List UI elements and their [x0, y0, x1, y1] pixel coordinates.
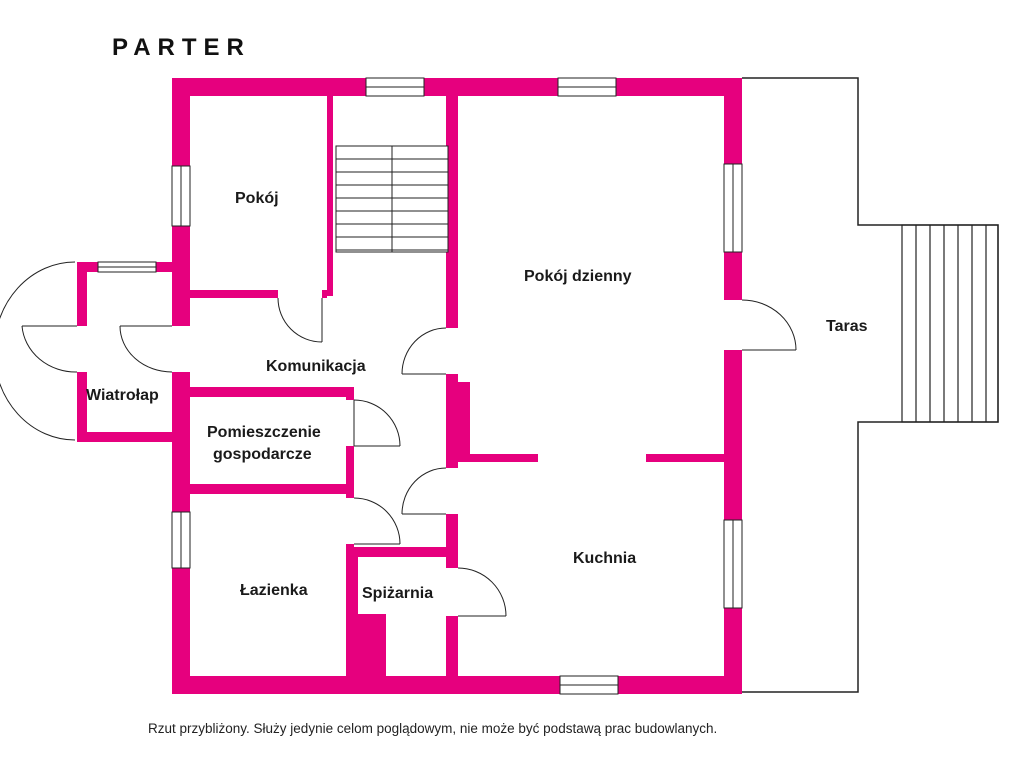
room-label-pokoj: Pokój	[235, 190, 279, 207]
room-label-taras: Taras	[826, 318, 868, 335]
windows	[97, 77, 743, 695]
interior-stairs	[335, 145, 449, 253]
room-label-pomieszczenie-line1: Pomieszczenie	[207, 424, 321, 441]
room-label-lazienka: Łazienka	[240, 582, 308, 599]
room-label-wiatrolap: Wiatrołap	[86, 387, 159, 404]
floor-title: PARTER	[112, 34, 251, 61]
terrace	[742, 77, 999, 693]
doors	[0, 261, 797, 617]
terrace-stairs	[901, 224, 999, 423]
room-label-pokoj-dzienny: Pokój dzienny	[524, 268, 632, 285]
room-label-pomieszczenie-line2: gospodarcze	[213, 446, 312, 463]
room-label-spizarnia: Spiżarnia	[362, 585, 433, 602]
footer-note: Rzut przybliżony. Służy jedynie celom po…	[148, 721, 717, 736]
room-label-kuchnia: Kuchnia	[573, 550, 636, 567]
room-label-komunikacja: Komunikacja	[266, 358, 366, 375]
